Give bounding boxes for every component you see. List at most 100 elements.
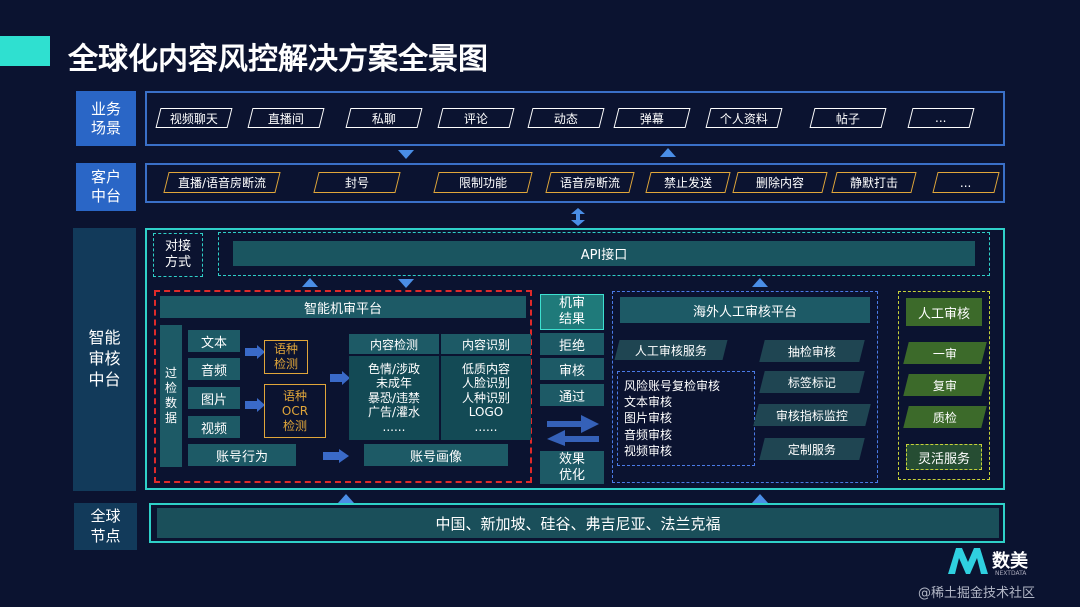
business-scene-label: 帖子 bbox=[835, 111, 860, 126]
manual-review-item: 复审 bbox=[903, 374, 987, 396]
business-scene-item: ... bbox=[907, 108, 975, 128]
business-scene-label: 个人资料 bbox=[719, 111, 768, 126]
arrow-down-icon bbox=[398, 150, 414, 159]
machine-review-frame bbox=[154, 290, 532, 483]
manual-review-label: 复审 bbox=[932, 378, 957, 393]
manual-review-label: 一审 bbox=[932, 346, 957, 361]
machine-review-title: 智能机审平台 bbox=[160, 296, 526, 318]
media-type-2: 图片 bbox=[188, 387, 240, 409]
client-action-item: 静默打击 bbox=[831, 172, 917, 193]
business-scene-label: 私聊 bbox=[371, 111, 396, 126]
human-service-item: 定制服务 bbox=[759, 438, 865, 460]
title-accent-bar bbox=[0, 36, 50, 66]
machine-result-item: 拒绝 bbox=[540, 333, 604, 355]
manual-review-label: 质检 bbox=[932, 410, 957, 425]
human-service-item: 标签标记 bbox=[759, 371, 865, 393]
business-scene-label: 视频聊天 bbox=[169, 111, 218, 126]
smart-platform-frame bbox=[145, 228, 1005, 490]
business-scene-item: 评论 bbox=[437, 108, 515, 128]
manual-review-item: 一审 bbox=[903, 342, 987, 364]
arrow-right-icon bbox=[245, 397, 265, 412]
client-action-label: 封号 bbox=[344, 176, 369, 190]
flexible-service: 灵活服务 bbox=[906, 444, 982, 470]
arrow-up-icon bbox=[752, 494, 768, 503]
client-action-label: 直播/语音房断流 bbox=[177, 176, 267, 190]
human-review-list: 风险账号复检审核 文本审核 图片审核 音频审核 视频审核 bbox=[624, 379, 721, 458]
client-action-label: 静默打击 bbox=[849, 176, 898, 190]
business-scene-label: 直播间 bbox=[267, 111, 304, 126]
content-recognize-title: 内容识别 bbox=[441, 334, 531, 354]
business-scene-label: 弹幕 bbox=[639, 111, 664, 126]
business-scene-item: 直播间 bbox=[247, 108, 325, 128]
content-recognize-body: 低质内容 人脸识别 人种识别 LOGO ...... bbox=[441, 356, 531, 440]
human-service-label: 抽检审核 bbox=[787, 344, 836, 359]
arrow-down-icon bbox=[398, 279, 414, 288]
global-row bbox=[149, 503, 1005, 543]
human-service-item: 抽检审核 bbox=[759, 340, 865, 362]
shumei-logo-icon bbox=[948, 546, 988, 576]
business-scene-item: 动态 bbox=[527, 108, 605, 128]
row-label-business: 业务 场景 bbox=[76, 91, 136, 146]
business-scene-label: 动态 bbox=[553, 111, 578, 126]
client-action-label: 限制功能 bbox=[458, 176, 507, 190]
arrow-right-icon bbox=[245, 344, 265, 359]
manual-review-title: 人工审核 bbox=[906, 298, 982, 326]
client-action-label: 禁止发送 bbox=[663, 176, 712, 190]
row-label-client: 客户 中台 bbox=[76, 163, 136, 211]
human-review-frame bbox=[612, 291, 878, 483]
brand-name: 数美 bbox=[992, 551, 1028, 572]
client-action-item: 语音房断流 bbox=[545, 172, 635, 193]
media-type-3: 视频 bbox=[188, 416, 240, 438]
account-behavior: 账号行为 bbox=[188, 444, 296, 466]
manual-review-item: 质检 bbox=[903, 406, 987, 428]
account-profile: 账号画像 bbox=[364, 444, 508, 466]
media-type-1: 音频 bbox=[188, 358, 240, 380]
human-service-label: 标签标记 bbox=[787, 375, 836, 390]
machine-result-item: 审核 bbox=[540, 358, 604, 380]
media-type-0: 文本 bbox=[188, 330, 240, 352]
human-service-label: 审核指标监控 bbox=[775, 408, 848, 423]
watermark: @稀土掘金技术社区 bbox=[918, 586, 1036, 601]
client-action-item: 直播/语音房断流 bbox=[163, 172, 281, 193]
client-action-item: 封号 bbox=[313, 172, 401, 193]
business-scene-label: ... bbox=[935, 111, 947, 125]
business-scene-item: 帖子 bbox=[809, 108, 887, 128]
arrow-right-icon bbox=[330, 370, 350, 385]
exchange-arrows-icon bbox=[547, 412, 599, 446]
machine-result-item: 通过 bbox=[540, 384, 604, 406]
client-action-label: 语音房断流 bbox=[559, 176, 620, 190]
global-nodes: 中国、新加坡、硅谷、弗吉尼亚、法兰克福 bbox=[157, 508, 999, 538]
client-action-label: ... bbox=[960, 175, 972, 190]
client-action-item: 禁止发送 bbox=[645, 172, 731, 193]
arrow-up-icon bbox=[338, 494, 354, 503]
api-interface-bar: API接口 bbox=[233, 241, 975, 266]
row-label-smart: 智能 审核 中台 bbox=[73, 228, 136, 491]
business-scene-item: 视频聊天 bbox=[155, 108, 233, 128]
client-action-item: 删除内容 bbox=[732, 172, 828, 193]
client-action-item: 限制功能 bbox=[433, 172, 533, 193]
arrow-up-icon bbox=[302, 278, 318, 287]
content-detect-body: 色情/涉政 未成年 暴恐/违禁 广告/灌水 ...... bbox=[349, 356, 439, 440]
human-review-service: 人工审核服务 bbox=[614, 340, 728, 360]
ocr-detect: 语种 OCR 检测 bbox=[264, 384, 326, 438]
effect-optimize: 效果 优化 bbox=[540, 451, 604, 484]
business-row bbox=[145, 91, 1005, 146]
language-detect: 语种 检测 bbox=[264, 340, 308, 374]
business-scene-item: 个人资料 bbox=[705, 108, 783, 128]
page-title: 全球化内容风控解决方案全景图 bbox=[68, 42, 488, 77]
double-arrow-icon bbox=[571, 208, 585, 226]
human-review-title: 海外人工审核平台 bbox=[620, 297, 870, 323]
machine-result-title: 机审 结果 bbox=[540, 294, 604, 330]
client-action-label: 删除内容 bbox=[755, 176, 804, 190]
client-action-item: ... bbox=[932, 172, 1000, 193]
arrow-up-icon bbox=[660, 148, 676, 157]
interface-label: 对接 方式 bbox=[153, 233, 203, 277]
arrow-up-icon bbox=[752, 278, 768, 287]
row-label-global: 全球 节点 bbox=[74, 503, 137, 550]
brand-sub: NEXTDATA bbox=[995, 570, 1027, 577]
arrow-right-icon bbox=[323, 448, 349, 463]
manual-review-frame bbox=[898, 291, 990, 480]
filter-data-label: 过 检 数 据 bbox=[160, 325, 182, 467]
business-scene-item: 弹幕 bbox=[613, 108, 691, 128]
api-frame bbox=[218, 232, 990, 276]
